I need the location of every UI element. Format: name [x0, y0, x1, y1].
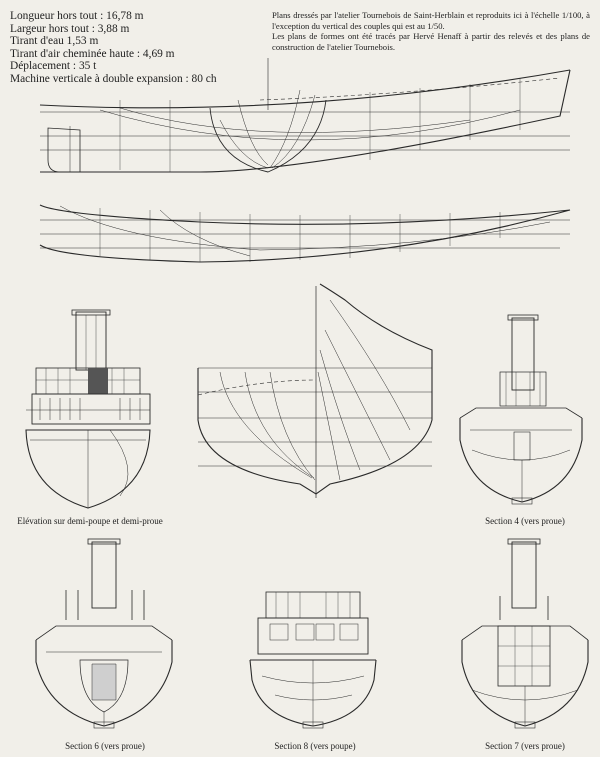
caption-section-6: Section 6 (vers proue)	[65, 741, 145, 751]
plan-note: Plans dressés par l'atelier Tournebois d…	[272, 10, 590, 52]
caption-section-7: Section 7 (vers proue)	[485, 741, 565, 751]
caption-section-4: Section 4 (vers proue)	[485, 516, 565, 526]
spec-draft: Tirant d'eau 1,53 m	[10, 35, 99, 48]
spec-length: Longueur hors tout : 16,78 m	[10, 10, 144, 22]
hull-plan-view-drawing	[39, 204, 571, 263]
spec-width: Largeur hors tout : 3,88 m	[10, 22, 130, 35]
elevation-drawing	[25, 309, 151, 509]
spec-displacement: Déplacement : 35 t	[10, 60, 97, 73]
section-8-drawing	[249, 591, 377, 729]
spec-air-draft: Tirant d'air cheminée haute : 4,69 m	[10, 47, 175, 60]
caption-section-8: Section 8 (vers poupe)	[274, 741, 356, 751]
spec-engine: Machine verticale à double expansion : 8…	[10, 72, 217, 85]
note-scale: Plans dressés par l'atelier Tournebois d…	[272, 10, 590, 31]
note-authors: Les plans de formes ont été tracés par H…	[272, 31, 590, 52]
body-plan-drawing	[197, 283, 433, 498]
section-4-drawing	[459, 314, 583, 505]
hull-profile-drawing	[39, 58, 571, 173]
caption-elevation: Elévation sur demi-poupe et demi-proue	[17, 516, 163, 526]
section-6-drawing	[35, 538, 173, 729]
section-7-drawing	[461, 538, 589, 729]
specifications-list: Longueur hors tout : 16,78 m Largeur hor…	[10, 10, 260, 86]
